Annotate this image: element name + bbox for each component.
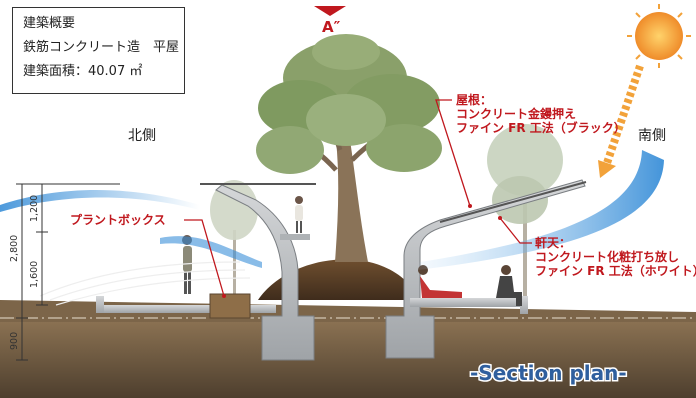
north-label: 北側 xyxy=(128,128,156,144)
planter-leader-dot xyxy=(222,294,226,298)
overview-title: 建築概要 xyxy=(23,16,76,31)
sun-icon xyxy=(627,4,691,68)
overview-area: 建築面積：40.07 ㎡ xyxy=(23,64,143,79)
eave-leader-line xyxy=(499,217,532,244)
roof-leader-line xyxy=(435,99,471,207)
eave-leader-dot xyxy=(498,216,502,220)
overview-structure: 鉄筋コンクリート造 平屋 xyxy=(23,40,180,55)
roof-annotation-method: ファイン FR 工法（ブラック） xyxy=(456,120,626,135)
sunlight-arrow xyxy=(602,64,644,168)
roof-annotation-finish: コンクリート金鏝押え xyxy=(456,106,576,121)
eave-annotation-title: 軒天： xyxy=(535,235,571,250)
dimension-top: 1,200 xyxy=(29,195,40,222)
north-deck xyxy=(96,293,276,319)
view-marker-label: A″ xyxy=(322,18,341,36)
dimension-bottom: 900 xyxy=(9,332,20,350)
central-tree xyxy=(256,34,442,262)
dimension-mid: 1,600 xyxy=(29,261,40,288)
planter-leader-line xyxy=(184,219,225,297)
dimension-lines xyxy=(16,183,120,361)
eave-annotation-finish: コンクリート化粧打ち放し xyxy=(535,249,679,264)
eave-annotation-method: ファイン FR 工法（ホワイト） xyxy=(535,263,696,278)
sunlight-arrowhead xyxy=(598,160,616,178)
person-reclining xyxy=(418,265,462,298)
wind-flow-south xyxy=(418,150,664,270)
south-roof-line xyxy=(439,181,587,223)
planter-annotation: プラントボックス xyxy=(70,212,166,227)
roof-annotation-title: 屋根： xyxy=(456,92,492,107)
building-overview-box: 建築概要 鉄筋コンクリート造 平屋 建築面積：40.07 ㎡ xyxy=(12,7,185,94)
person-on-roof xyxy=(295,196,303,233)
person-sitting xyxy=(496,265,522,306)
north-pillar xyxy=(215,184,315,361)
dimension-total: 2,800 xyxy=(9,235,20,262)
view-marker-arrow xyxy=(314,6,346,16)
south-pillar xyxy=(385,179,586,359)
ground-soil xyxy=(0,322,696,398)
wind-flow-mid xyxy=(160,236,262,268)
south-label: 南側 xyxy=(638,128,666,144)
section-plan-caption: -Section plan- xyxy=(470,361,627,385)
roof-leader-dot xyxy=(468,204,472,208)
wind-flow-north xyxy=(0,190,200,212)
